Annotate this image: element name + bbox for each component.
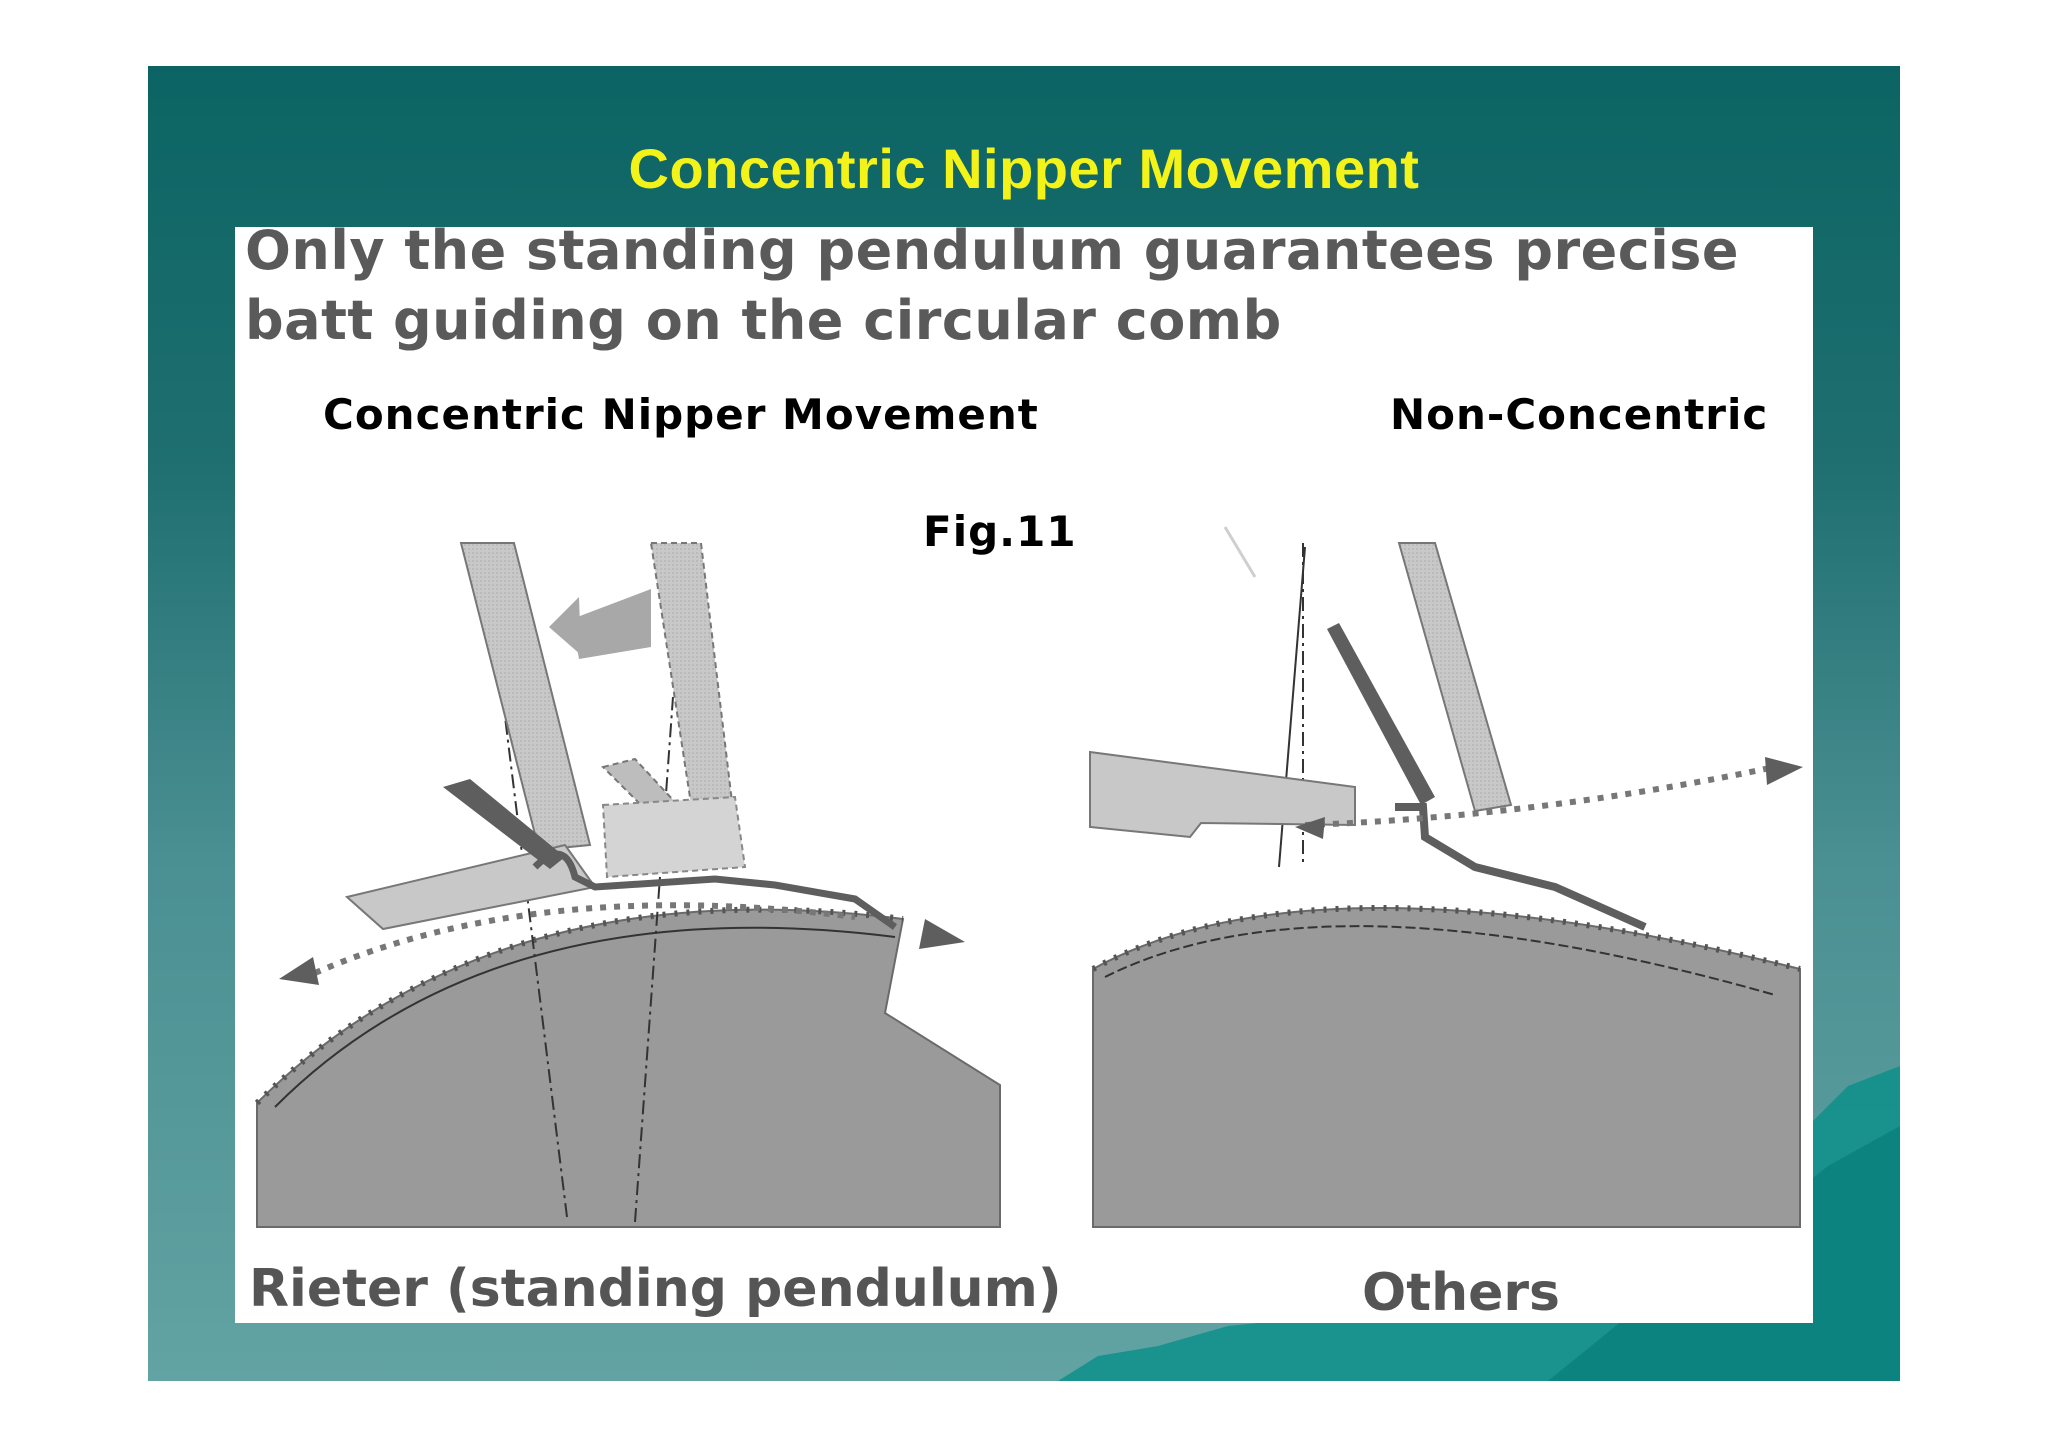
figure-heading-line-2: batt guiding on the circular comb [245,289,1282,352]
left-nipper-arm [459,542,592,852]
right-diagram [1089,526,1803,1228]
left-caption: Rieter (standing pendulum) [249,1259,1062,1319]
right-circular-comb [1092,907,1801,1228]
slide-title: Concentric Nipper Movement [628,137,1420,200]
movement-arrow [572,589,651,659]
left-nipper-arm-ghost [649,542,737,832]
figure-number-label: Fig.11 [923,507,1077,556]
right-nipper-plate [1089,750,1356,839]
nipper-movement-diagram [254,526,1803,1228]
right-caption: Others [1362,1263,1560,1323]
diagram-figure: Only the standing pendulum guarantees pr… [235,227,1813,1323]
figure-heading-line-1: Only the standing pendulum guarantees pr… [245,227,1740,282]
right-panel-label: Non-Concentric [1390,390,1769,439]
left-circular-comb [256,908,1001,1228]
left-diagram [254,542,1001,1228]
right-nipper-arm [1397,542,1513,813]
left-panel-label: Concentric Nipper Movement [323,390,1039,439]
